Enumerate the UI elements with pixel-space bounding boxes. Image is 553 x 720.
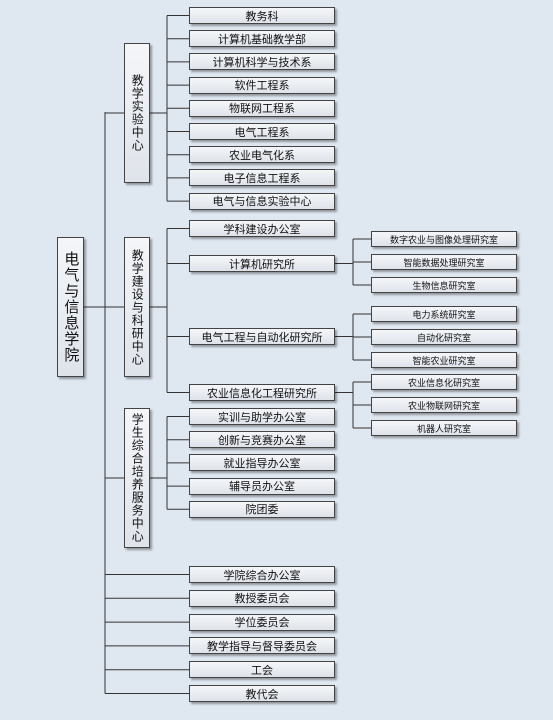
direct-unit-6-label: 教代会 xyxy=(245,687,279,701)
unit-1-7-label: 农业电气化系 xyxy=(229,148,295,162)
direct-unit-2-label: 教授委员会 xyxy=(234,592,290,606)
unit-1-8: 电子信息工程系 xyxy=(189,169,335,187)
unit-1-9-label: 电气与信息实验中心 xyxy=(212,195,312,209)
direct-unit-1: 学院综合办公室 xyxy=(189,566,335,583)
center-2-label: 教学建设与科研中心 xyxy=(130,248,145,366)
lab-2-1-label: 电力系统研究室 xyxy=(412,310,476,321)
unit-1-5: 物联网工程系 xyxy=(189,99,335,117)
unit-1-2: 计算机基础教学部 xyxy=(189,30,335,48)
unit-1-3-label: 计算机科学与技术系 xyxy=(212,55,312,69)
unit-1-1: 教务科 xyxy=(189,7,335,24)
center-1-label: 教学实验中心 xyxy=(130,74,145,152)
lab-3-3: 机器人研究室 xyxy=(371,420,517,436)
lab-2-3-label: 智能农业研究室 xyxy=(412,356,476,367)
unit-1-6: 电气工程系 xyxy=(189,123,335,140)
direct-unit-6: 教代会 xyxy=(189,685,335,702)
unit-3-1: 实训与助学办公室 xyxy=(189,408,335,425)
lab-1-2-label: 智能数据处理研究室 xyxy=(403,258,485,269)
lab-1-1-label: 数字农业与图像处理研究室 xyxy=(389,235,498,246)
unit-3-4: 辅导员办公室 xyxy=(189,477,335,495)
unit-1-9: 电气与信息实验中心 xyxy=(189,192,335,210)
lab-3-2: 农业物联网研究室 xyxy=(371,397,517,413)
lab-2-3: 智能农业研究室 xyxy=(371,352,517,368)
unit-1-8-label: 电子信息工程系 xyxy=(223,171,301,185)
lab-2-1: 电力系统研究室 xyxy=(371,306,517,322)
unit-3-3: 就业指导办公室 xyxy=(189,454,335,472)
direct-unit-1-label: 学院综合办公室 xyxy=(223,568,301,582)
unit-3-5: 院团委 xyxy=(189,500,335,518)
direct-unit-5: 工会 xyxy=(189,661,335,679)
unit-2-2: 计算机研究所 xyxy=(189,255,335,272)
unit-2-3: 电气工程与自动化研究所 xyxy=(189,328,335,345)
unit-2-4-label: 农业信息化工程研究所 xyxy=(207,386,317,400)
direct-unit-4-label: 教学指导与督导委员会 xyxy=(207,639,317,653)
lab-3-2-label: 农业物联网研究室 xyxy=(407,401,480,412)
unit-1-1-label: 教务科 xyxy=(245,9,279,23)
unit-2-2-label: 计算机研究所 xyxy=(229,257,295,271)
unit-2-1: 学科建设办公室 xyxy=(189,220,335,237)
unit-2-1-label: 学科建设办公室 xyxy=(223,222,301,236)
direct-unit-5-label: 工会 xyxy=(251,663,273,677)
unit-1-6-label: 电气工程系 xyxy=(234,125,290,139)
unit-1-4: 软件工程系 xyxy=(189,76,335,94)
unit-1-5-label: 物联网工程系 xyxy=(229,102,295,116)
center-2: 教学建设与科研中心 xyxy=(124,237,150,377)
unit-3-2: 创新与竞赛办公室 xyxy=(189,431,335,449)
unit-3-4-label: 辅导员办公室 xyxy=(229,480,295,494)
lab-2-2: 自动化研究室 xyxy=(371,329,517,345)
unit-3-2-label: 创新与竞赛办公室 xyxy=(218,433,306,447)
center-3-label: 学生综合培养服务中心 xyxy=(130,413,145,543)
direct-unit-2: 教授委员会 xyxy=(189,589,335,607)
direct-unit-3-label: 学位委员会 xyxy=(234,616,290,630)
root-node: 电气与信息学院 xyxy=(57,237,84,377)
unit-1-7: 农业电气化系 xyxy=(189,146,335,164)
lab-3-1: 农业信息化研究室 xyxy=(371,374,517,390)
lab-1-2: 智能数据处理研究室 xyxy=(371,254,517,270)
lab-3-1-label: 农业信息化研究室 xyxy=(407,378,480,389)
lab-3-3-label: 机器人研究室 xyxy=(416,424,471,435)
unit-1-2-label: 计算机基础教学部 xyxy=(218,32,306,46)
unit-3-5-label: 院团委 xyxy=(245,503,279,517)
lab-1-3: 生物信息研究室 xyxy=(371,277,517,293)
unit-2-3-label: 电气工程与自动化研究所 xyxy=(201,330,323,344)
unit-3-1-label: 实训与助学办公室 xyxy=(218,410,306,424)
lab-1-1: 数字农业与图像处理研究室 xyxy=(371,231,517,247)
unit-1-3: 计算机科学与技术系 xyxy=(189,53,335,71)
unit-1-4-label: 软件工程系 xyxy=(234,79,290,93)
center-3: 学生综合培养服务中心 xyxy=(124,408,150,548)
lab-2-2-label: 自动化研究室 xyxy=(416,333,471,344)
unit-2-4: 农业信息化工程研究所 xyxy=(189,384,335,401)
unit-3-3-label: 就业指导办公室 xyxy=(223,456,301,470)
center-1: 教学实验中心 xyxy=(124,43,150,183)
root-node-label: 电气与信息学院 xyxy=(62,251,81,363)
lab-1-3-label: 生物信息研究室 xyxy=(412,281,476,292)
direct-unit-3: 学位委员会 xyxy=(189,613,335,631)
direct-unit-4: 教学指导与督导委员会 xyxy=(189,637,335,655)
